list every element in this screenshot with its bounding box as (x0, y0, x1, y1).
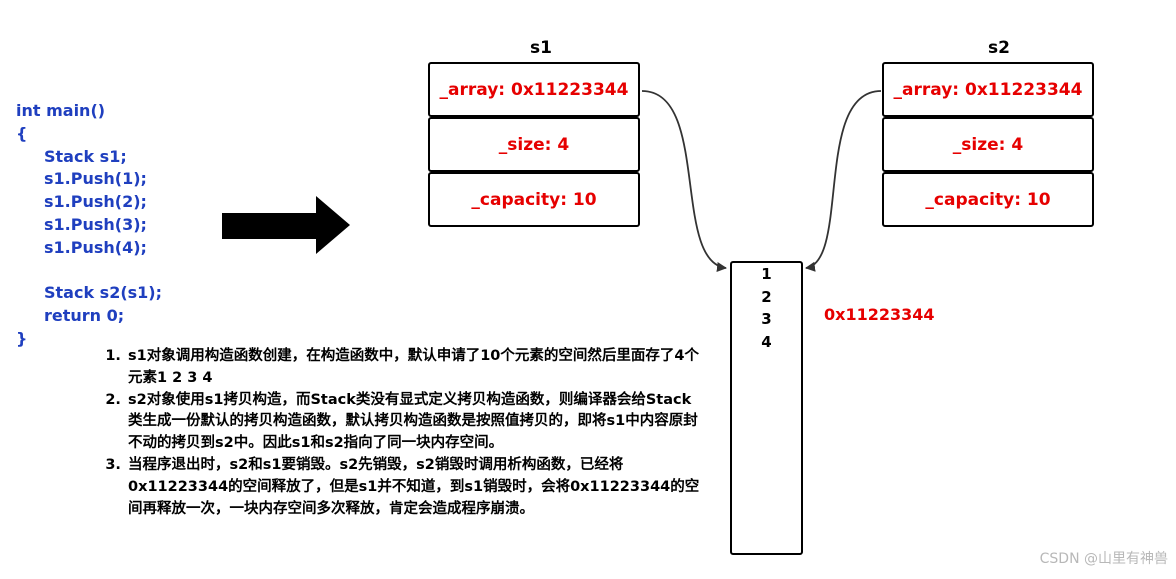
s1-array-field: _array: 0x11223344 (428, 62, 640, 117)
s1-label: s1 (530, 38, 552, 58)
code-line: Stack s1; (44, 146, 127, 166)
code-line: s1.Push(4); (44, 237, 147, 257)
s2-object: _array: 0x11223344 _size: 4 _capacity: 1… (882, 62, 1094, 227)
code-block: int main() { Stack s1; s1.Push(1); s1.Pu… (16, 100, 162, 351)
s2-label: s2 (988, 38, 1010, 58)
watermark: CSDN @山里有神兽 (1039, 551, 1168, 567)
heap-value: 2 (761, 287, 772, 306)
s1-object: _array: 0x11223344 _size: 4 _capacity: 1… (428, 62, 640, 227)
s1-capacity-field: _capacity: 10 (428, 172, 640, 227)
s2-capacity-field: _capacity: 10 (882, 172, 1094, 227)
code-line: s1.Push(1); (44, 169, 147, 189)
note-item: s2对象使用s1拷贝构造，而Stack类没有显式定义拷贝构造函数，则编译器会给S… (126, 390, 704, 455)
s2-array-field: _array: 0x11223344 (882, 62, 1094, 117)
note-item: 当程序退出时，s2和s1要销毁。s2先销毁，s2销毁时调用析构函数，已经将0x1… (126, 455, 704, 520)
s2-pointer-arrow (805, 90, 882, 272)
heap-memory-block: 1 2 3 4 (730, 261, 803, 555)
heap-value: 3 (761, 310, 772, 328)
code-line: { (16, 123, 28, 143)
heap-value: 4 (761, 332, 772, 351)
code-line: return 0; (44, 306, 125, 326)
s1-size-field: _size: 4 (428, 117, 640, 172)
code-line: s1.Push(2); (44, 192, 147, 212)
code-line: } (16, 328, 28, 348)
heap-value: 1 (761, 265, 772, 283)
heap-address: 0x11223344 (824, 305, 935, 324)
explanation-notes: s1对象调用构造函数创建，在构造函数中，默认申请了10个元素的空间然后里面存了4… (104, 346, 704, 520)
code-line: Stack s2(s1); (44, 283, 162, 303)
s1-pointer-arrow (641, 90, 727, 272)
code-line: s1.Push(3); (44, 214, 147, 234)
right-arrow-icon (222, 196, 350, 254)
s2-size-field: _size: 4 (882, 117, 1094, 172)
code-line: int main() (16, 101, 106, 120)
note-item: s1对象调用构造函数创建，在构造函数中，默认申请了10个元素的空间然后里面存了4… (126, 346, 704, 390)
